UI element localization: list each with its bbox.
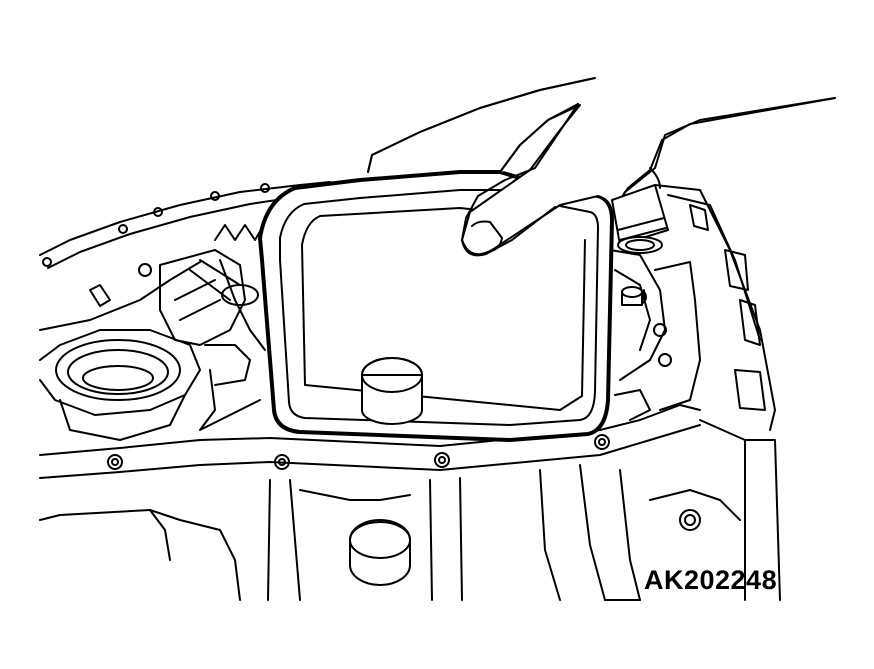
case-bottom-flange	[39, 404, 701, 479]
bolt	[621, 286, 643, 306]
strainer-connector	[611, 184, 669, 254]
case-round-boss	[39, 329, 201, 441]
strainer-body	[259, 171, 613, 441]
hand-left	[367, 77, 596, 173]
case-internals-left	[39, 224, 266, 431]
case-back-flange	[39, 181, 331, 269]
case-right-wall	[654, 184, 781, 601]
hand-right	[461, 97, 836, 257]
case-lower-body	[39, 464, 741, 601]
figure-reference-code: AK202248	[644, 565, 778, 595]
case-internals-right	[609, 249, 701, 421]
oil-strainer	[258, 170, 614, 442]
gasket	[258, 170, 614, 442]
